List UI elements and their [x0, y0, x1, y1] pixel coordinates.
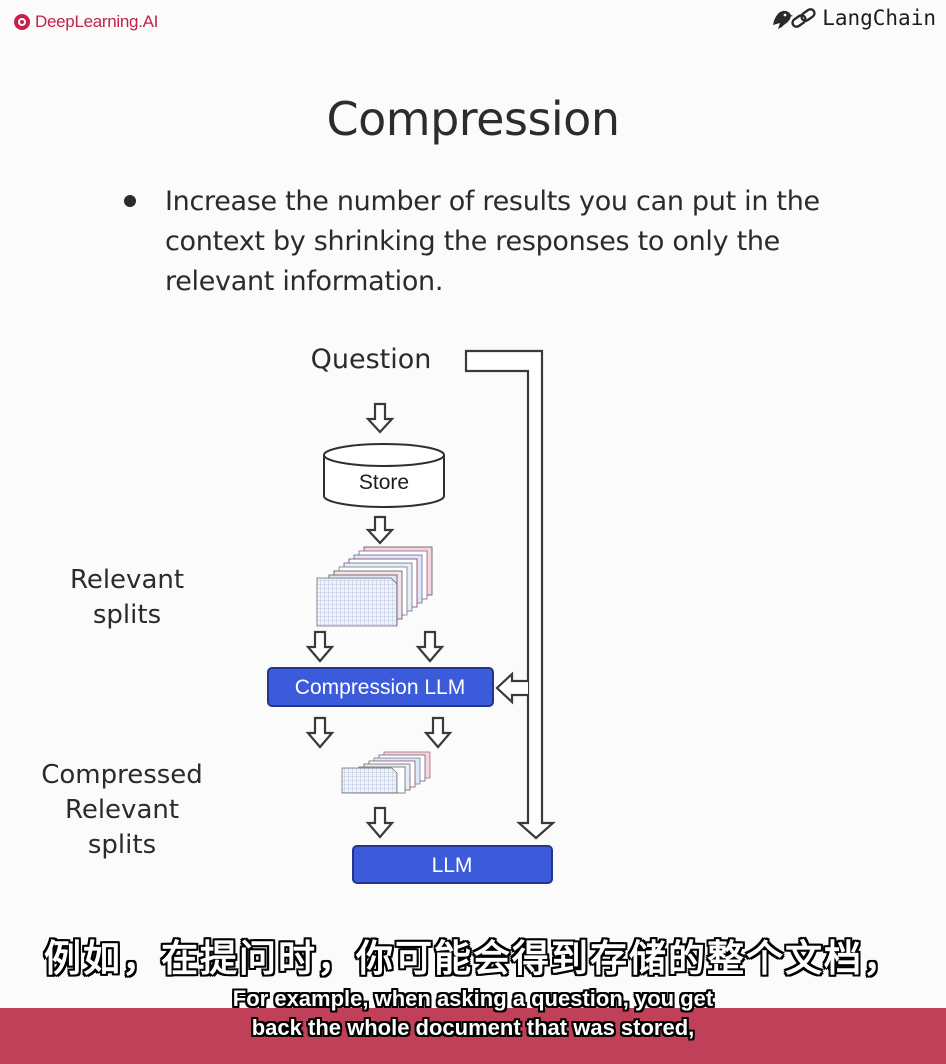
- relevant-splits-line-1: Relevant: [69, 565, 185, 595]
- subtitle-english-line-1: For example, when asking a question, you…: [232, 986, 714, 1011]
- compressed-splits-line-2: Relevant: [64, 795, 180, 825]
- question-label: Question: [310, 344, 432, 375]
- compressed-splits-line-1: Compressed: [41, 760, 203, 790]
- deeplearning-ai-icon: [14, 14, 30, 30]
- compression-llm-box: [267, 667, 494, 707]
- store-database-icon: [323, 443, 445, 508]
- down-arrow-llm-compressed-left: [305, 716, 335, 749]
- down-arrow-splits-llm-right: [415, 630, 445, 663]
- llm-box: [352, 845, 553, 884]
- subtitle-english: For example, when asking a question, you…: [0, 984, 946, 1042]
- parrot-link-icon: [773, 8, 816, 29]
- down-arrow-llm-compressed-right: [423, 716, 453, 749]
- bypass-to-compression-arrow: [495, 671, 528, 705]
- relevant-splits-stack: [316, 546, 433, 627]
- down-arrow-question-store: [365, 402, 395, 434]
- compressed-splits-stack: [341, 751, 431, 794]
- bullet-text: Increase the number of results you can p…: [165, 186, 820, 297]
- down-arrow-splits-llm-left: [305, 630, 335, 663]
- deeplearning-ai-logo: DeepLearning.AI: [14, 8, 158, 36]
- subtitle-chinese: 例如，在提问时，你可能会得到存储的整个文档，: [44, 937, 902, 980]
- question-to-llm-arrow: [464, 349, 556, 840]
- down-arrow-store-splits: [365, 515, 395, 545]
- llm-label: LLM: [432, 854, 473, 877]
- compressed-splits-label: Compressed Relevant splits: [14, 758, 230, 863]
- relevant-splits-label: Relevant splits: [42, 563, 212, 633]
- deeplearning-ai-wordmark: DeepLearning.AI: [35, 12, 159, 31]
- down-arrow-compressed-final: [365, 806, 395, 839]
- langchain-logo: LangChain: [770, 2, 936, 34]
- slide-title: Compression: [326, 92, 620, 146]
- caption-bar: [0, 1008, 946, 1064]
- subtitle-english-line-2: back the whole document that was stored,: [251, 1015, 695, 1040]
- store-label: Store: [359, 471, 409, 494]
- langchain-wordmark: LangChain: [822, 6, 936, 30]
- compression-llm-label: Compression LLM: [295, 676, 465, 699]
- bullet-dot: [124, 195, 136, 207]
- compressed-splits-line-3: splits: [87, 830, 157, 860]
- relevant-splits-line-2: splits: [92, 600, 162, 630]
